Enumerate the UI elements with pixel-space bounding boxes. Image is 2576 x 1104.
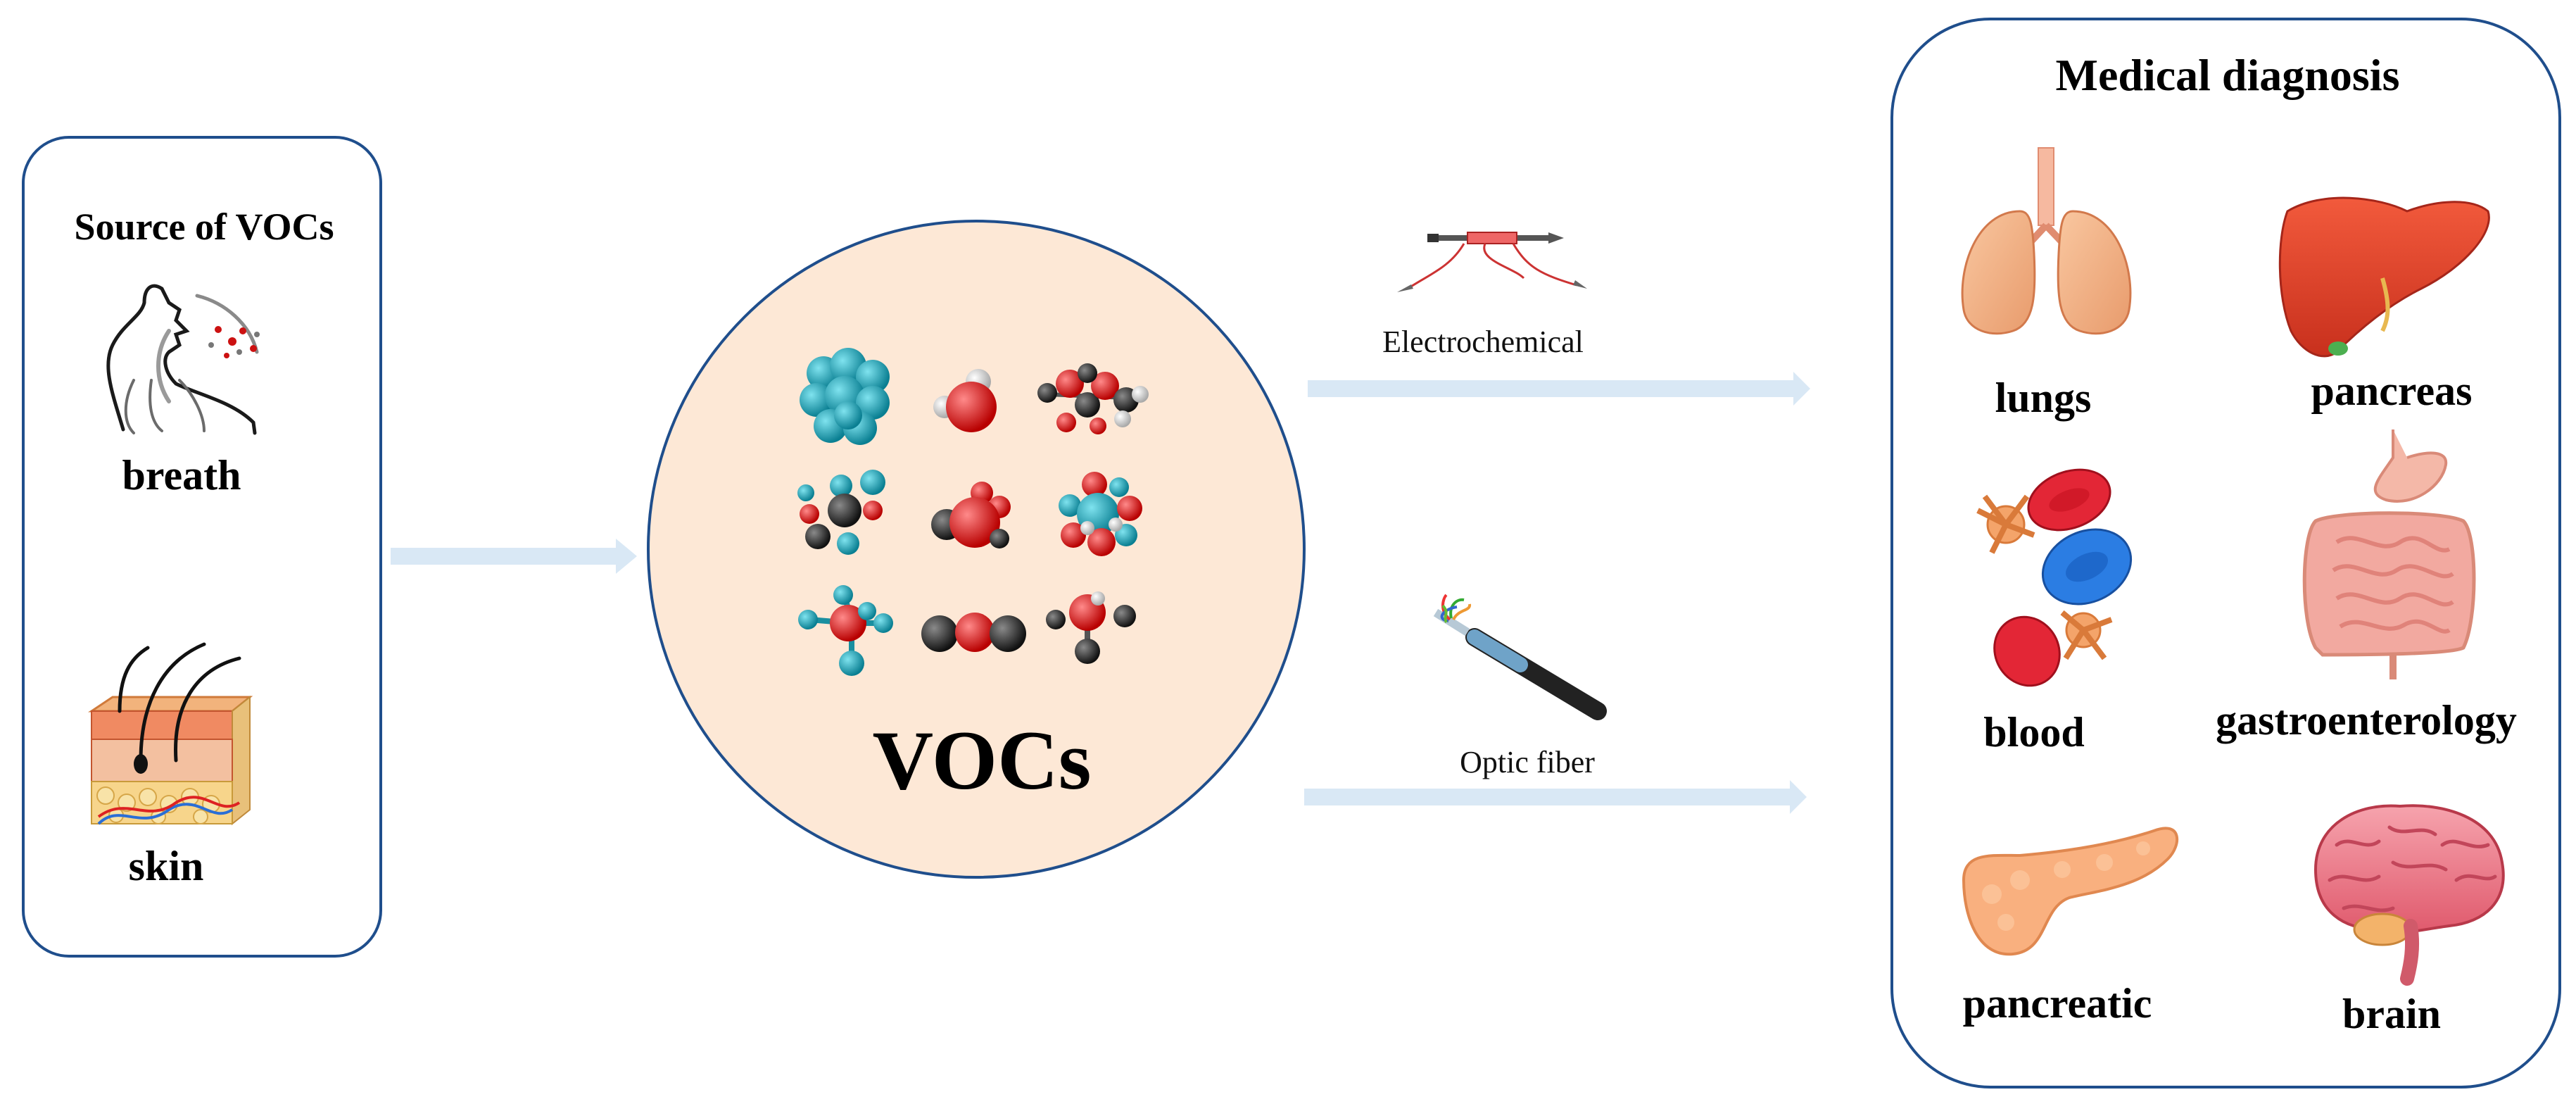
source-panel — [22, 136, 382, 958]
breath-label: breath — [122, 452, 241, 498]
liver-icon — [2278, 196, 2490, 358]
arrow-optic-fiber — [1304, 780, 1807, 814]
lungs-label: lungs — [1995, 375, 2092, 421]
molecule-water — [933, 369, 997, 432]
molecule-mixed — [797, 470, 885, 555]
molecule-methanol — [1046, 591, 1136, 664]
blood-cells-icon — [1976, 468, 2133, 687]
brain-label: brain — [2342, 991, 2441, 1037]
lungs-icon — [1961, 147, 2132, 335]
arrow-source-to-vocs — [391, 539, 637, 574]
molecule-models-icon — [797, 348, 1149, 676]
breath-head-icon — [106, 284, 259, 435]
pancreas-icon — [1962, 827, 2178, 956]
diagnosis-panel-title: Medical diagnosis — [2056, 50, 2400, 100]
electrode-sensor-icon — [1397, 232, 1587, 292]
pancreatic-label: pancreatic — [1963, 980, 2152, 1027]
molecule-chain — [1037, 363, 1149, 434]
source-panel-title: Source of VOCs — [75, 206, 334, 248]
intestine-icon — [2302, 429, 2476, 679]
molecule-teal-red — [1059, 472, 1142, 556]
molecule-cluster-teal — [800, 348, 890, 445]
optic-fiber-cable-icon — [1433, 594, 1607, 720]
skin-label: skin — [129, 843, 204, 889]
pancreas-label: pancreas — [2311, 368, 2473, 414]
vocs-label: VOCs — [873, 713, 1092, 807]
breath-droplets-icon — [208, 326, 260, 358]
molecule-red-oxide — [931, 482, 1011, 548]
optic-fiber-label: Optic fiber — [1460, 745, 1595, 779]
gastroenterology-label: gastroenterology — [2216, 697, 2517, 744]
electrochemical-label: Electrochemical — [1382, 325, 1584, 359]
skin-cross-section-icon — [88, 642, 253, 826]
blood-label: blood — [1983, 709, 2084, 755]
molecule-linear — [921, 613, 1026, 652]
brain-icon — [2313, 804, 2505, 986]
molecule-tetrahedral — [798, 585, 893, 676]
arrow-electrochemical — [1308, 372, 1810, 406]
